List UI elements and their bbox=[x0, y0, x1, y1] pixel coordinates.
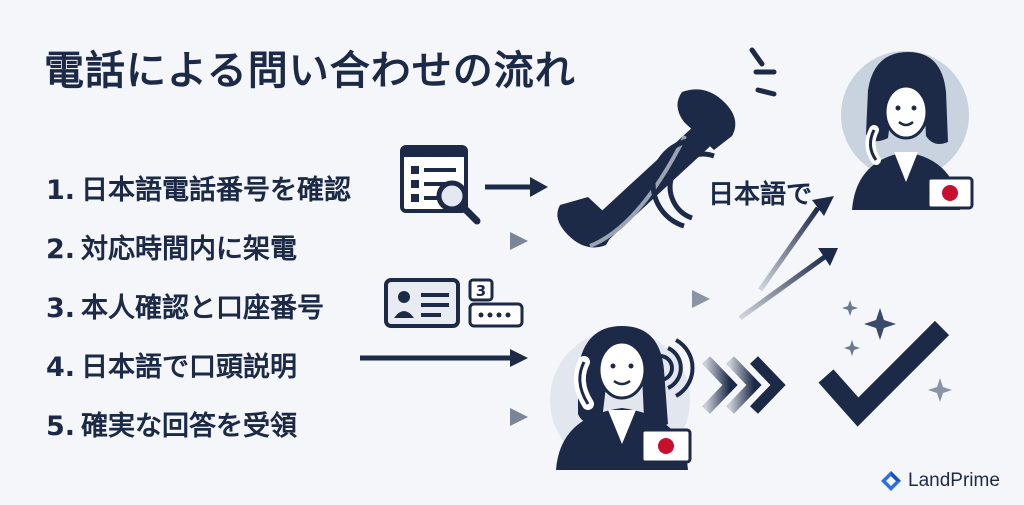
step-number: 2. bbox=[46, 234, 76, 265]
step-label: 本人確認と口座番号 bbox=[81, 293, 325, 324]
page-title: 電話による問い合わせの流れ bbox=[44, 48, 576, 94]
id-card-icon bbox=[384, 278, 460, 328]
arrow-step-2 bbox=[360, 232, 528, 250]
step-label: 日本語電話番号を確認 bbox=[81, 175, 352, 206]
step-1: 1.日本語電話番号を確認 bbox=[46, 168, 351, 207]
step-label: 日本語で口頭説明 bbox=[81, 352, 298, 383]
step-label: 対応時間内に架電 bbox=[81, 234, 298, 265]
account-number-badge: 3 bbox=[476, 282, 486, 300]
step-3: 3.本人確認と口座番号 bbox=[46, 286, 324, 325]
arrow-step-5 bbox=[360, 408, 528, 426]
step-4: 4.日本語で口頭説明 bbox=[46, 345, 297, 384]
step-5: 5.確実な回答を受領 bbox=[46, 404, 297, 443]
ring-lines-icon bbox=[749, 47, 777, 97]
speech-label: 日本語で bbox=[708, 179, 812, 210]
document-search-icon bbox=[400, 145, 481, 225]
japanese-operator-avatar bbox=[841, 51, 974, 210]
sound-waves-icon bbox=[650, 137, 715, 229]
customer-on-phone-avatar bbox=[550, 326, 692, 470]
step-2: 2.対応時間内に架電 bbox=[46, 227, 297, 266]
chevron-right-icon bbox=[702, 356, 786, 414]
step-number: 1. bbox=[46, 175, 76, 206]
arrow-step-1 bbox=[485, 177, 548, 197]
brand-diamond-icon bbox=[881, 471, 901, 491]
sparkle-icon bbox=[842, 300, 952, 402]
sound-waves-icon bbox=[659, 338, 695, 398]
step-number: 4. bbox=[46, 352, 76, 383]
brand-logo: LandPrime bbox=[880, 470, 1000, 492]
step-number: 5. bbox=[46, 411, 76, 442]
arrow-to-operator bbox=[738, 196, 838, 321]
arrow-step-3 bbox=[540, 290, 710, 308]
step-label: 確実な回答を受領 bbox=[81, 411, 298, 442]
phone-handset-icon bbox=[557, 89, 736, 248]
checkmark-icon bbox=[818, 320, 950, 427]
step-number: 3. bbox=[46, 293, 76, 324]
account-number-icon: 3 bbox=[468, 278, 524, 328]
arrow-step-4 bbox=[360, 349, 528, 367]
brand-name: LandPrime bbox=[908, 470, 1000, 491]
